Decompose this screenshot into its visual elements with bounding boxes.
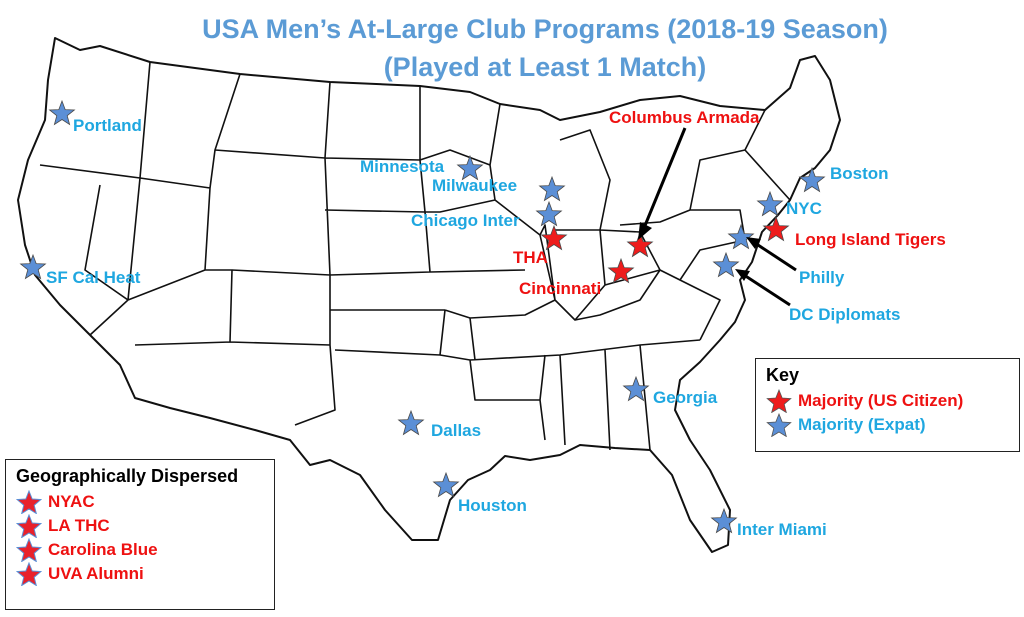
- star-milwaukee: [538, 175, 566, 202]
- dispersed-item: Carolina Blue: [16, 538, 264, 562]
- label-georgia: Georgia: [653, 388, 718, 407]
- state-lines: [39, 61, 791, 451]
- label-minnesota: Minnesota: [360, 157, 445, 176]
- star-chicago-inter: [535, 200, 563, 227]
- label-cincinnati: Cincinnati: [519, 279, 602, 298]
- label-boston: Boston: [830, 164, 889, 183]
- dispersed-item-label: UVA Alumni: [48, 564, 144, 583]
- key-label-citizen: Majority (US Citizen): [798, 391, 964, 410]
- arrow-philly: [754, 241, 797, 272]
- star-sf-cal-heat: [19, 253, 47, 280]
- dispersed-item-label: LA THC: [48, 516, 110, 535]
- star-long-island-tigers: [762, 215, 790, 242]
- stars-layer: [19, 99, 826, 534]
- red-star-icon: [766, 389, 792, 413]
- map-title-line2: (Played at Least 1 Match): [383, 52, 707, 82]
- star-georgia: [622, 375, 650, 402]
- star-minnesota: [456, 154, 484, 181]
- key-item-expat: Majority (Expat): [766, 413, 1009, 437]
- red-star-icon: [16, 490, 42, 514]
- label-nyc: NYC: [786, 199, 822, 218]
- label-inter-miami: Inter Miami: [737, 520, 827, 539]
- arrow-columbus-armada: [642, 127, 687, 229]
- arrow-dc-diplomats: [743, 273, 791, 307]
- star-houston: [432, 471, 460, 498]
- label-tha: THA: [513, 248, 548, 267]
- leader-arrows: [638, 127, 797, 307]
- label-portland: Portland: [73, 116, 142, 135]
- label-dallas: Dallas: [431, 421, 482, 440]
- arrowhead-columbus-armada: [638, 222, 652, 240]
- star-cincinnati: [607, 257, 635, 284]
- star-columbus-armada: [626, 231, 654, 258]
- dispersed-item-label: NYAC: [48, 492, 95, 511]
- label-sf-cal-heat: SF Cal Heat: [46, 268, 141, 287]
- label-milwaukee: Milwaukee: [432, 176, 518, 195]
- dispersed-item-label: Carolina Blue: [48, 540, 158, 559]
- red-star-icon: [16, 562, 42, 586]
- label-long-island-tigers: Long Island Tigers: [795, 230, 946, 249]
- key-label-expat: Majority (Expat): [798, 415, 926, 434]
- label-dc-diplomats: DC Diplomats: [789, 305, 901, 324]
- key-title: Key: [766, 365, 800, 385]
- label-columbus-armada: Columbus Armada: [609, 108, 760, 127]
- dispersed-item: LA THC: [16, 514, 264, 538]
- star-boston: [798, 166, 826, 193]
- map-title-line1: USA Men’s At-Large Club Programs (2018-1…: [202, 14, 888, 44]
- label-philly: Philly: [799, 268, 845, 287]
- key-item-citizen: Majority (US Citizen): [766, 389, 1009, 413]
- star-dallas: [397, 409, 425, 436]
- star-nyc: [756, 190, 784, 217]
- red-star-icon: [16, 514, 42, 538]
- dispersed-item: UVA Alumni: [16, 562, 264, 586]
- arrowhead-dc-diplomats: [735, 269, 750, 281]
- blue-star-icon: [766, 413, 792, 437]
- label-chicago-inter: Chicago Inter: [411, 211, 520, 230]
- dispersed-item: NYAC: [16, 490, 264, 514]
- star-portland: [48, 99, 76, 126]
- star-dc-diplomats: [712, 251, 740, 278]
- arrowhead-philly: [746, 237, 761, 249]
- dispersed-legend: Geographically Dispersed NYAC LA THC Car…: [5, 459, 275, 610]
- dispersed-title: Geographically Dispersed: [16, 466, 239, 486]
- star-philly: [727, 223, 755, 250]
- star-tha: [540, 224, 568, 251]
- us-outline: [17, 37, 841, 553]
- label-houston: Houston: [458, 496, 527, 515]
- red-star-icon: [16, 538, 42, 562]
- key-legend: Key Majority (US Citizen) Majority (Expa…: [755, 358, 1020, 452]
- contiguous-us-border: [17, 37, 841, 553]
- star-inter-miami: [710, 507, 738, 534]
